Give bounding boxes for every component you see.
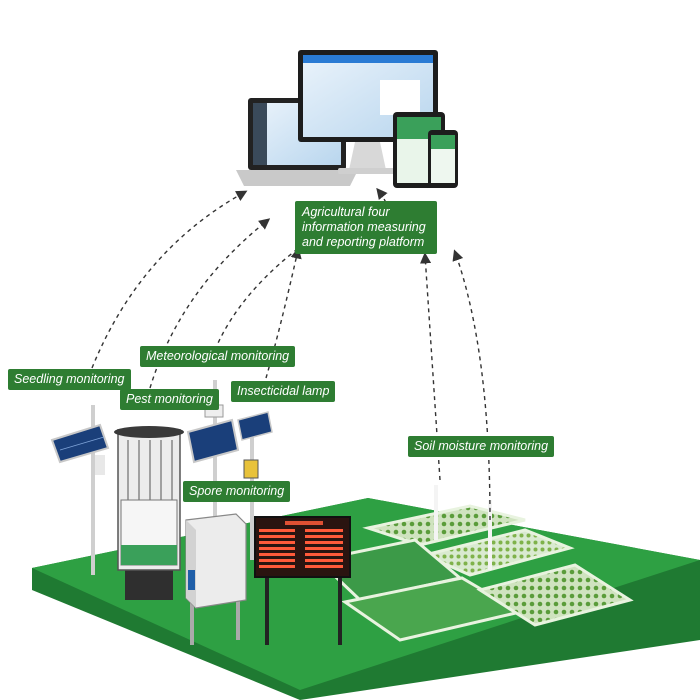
spore-monitor-cabinet xyxy=(185,513,247,645)
meteorological-monitoring-label: Meteorological monitoring xyxy=(140,346,296,367)
pest-monitor-tower xyxy=(114,426,184,600)
seedling-monitoring-label: Seedling monitoring xyxy=(8,369,131,390)
soil-moisture-monitoring-label: Soil moisture monitoring xyxy=(408,436,555,457)
platform-label: Agricultural four information measuring … xyxy=(295,201,437,254)
soil-moisture-probes xyxy=(434,485,492,570)
seedling-monitor-station xyxy=(50,405,110,575)
led-display-board xyxy=(254,516,351,645)
smartphone-icon xyxy=(428,130,458,188)
spore-monitoring-label: Spore monitoring xyxy=(183,481,291,502)
pest-monitoring-label: Pest monitoring xyxy=(120,389,219,410)
insecticidal-lamp-label: Insecticidal lamp xyxy=(231,381,336,402)
crop-fields xyxy=(314,504,634,642)
